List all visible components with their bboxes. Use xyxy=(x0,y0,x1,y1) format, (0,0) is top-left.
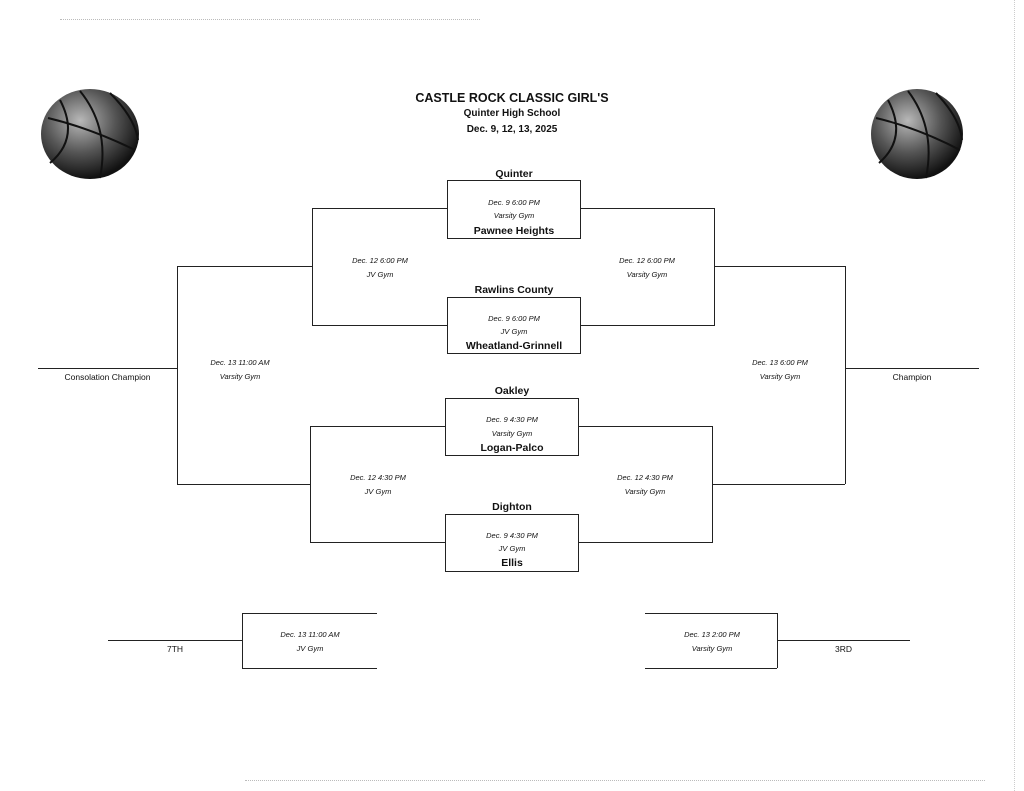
game-box xyxy=(445,398,579,456)
team-name: Ellis xyxy=(501,557,523,569)
bracket-line xyxy=(177,484,310,485)
scan-artifact-right-edge xyxy=(1014,0,1015,791)
bracket-line xyxy=(579,426,713,427)
third-place-label: 3RD xyxy=(834,644,852,654)
team-name: Pawnee Heights xyxy=(473,225,555,237)
game-time: Dec. 9 4:30 PM xyxy=(486,415,538,424)
bracket-line xyxy=(242,613,243,668)
game-time: Dec. 12 6:00 PM xyxy=(352,256,408,265)
bracket-line xyxy=(645,668,777,669)
tournament-title: CASTLE ROCK CLASSIC GIRL'S xyxy=(415,91,609,105)
game-venue: JV Gym xyxy=(498,544,526,553)
bracket-line xyxy=(177,266,312,267)
game-time: Dec. 13 11:00 AM xyxy=(280,630,340,639)
bracket-line xyxy=(581,208,715,209)
game-venue: JV Gym xyxy=(500,327,528,336)
bracket-line xyxy=(242,668,377,669)
host-school: Quinter High School xyxy=(463,108,561,119)
bracket-line xyxy=(310,426,311,542)
bracket-line xyxy=(712,484,845,485)
game-venue: Varsity Gym xyxy=(626,270,668,279)
bracket-line xyxy=(312,208,447,209)
bracket-line xyxy=(310,542,445,543)
bracket-line xyxy=(714,266,845,267)
game-time: Dec. 9 6:00 PM xyxy=(488,314,540,323)
game-box xyxy=(447,297,581,354)
bracket-line xyxy=(312,208,313,325)
game-time: Dec. 13 11:00 AM xyxy=(210,358,270,367)
bracket-line xyxy=(177,266,178,484)
game-venue: Varsity Gym xyxy=(624,487,666,496)
game-time: Dec. 12 4:30 PM xyxy=(617,473,673,482)
team-name: Rawlins County xyxy=(474,284,554,296)
bracket-line xyxy=(242,613,377,614)
game-time: Dec. 12 6:00 PM xyxy=(619,256,675,265)
game-time: Dec. 13 2:00 PM xyxy=(684,630,740,639)
game-time: Dec. 9 6:00 PM xyxy=(488,198,540,207)
scan-artifact-bottom xyxy=(245,780,985,781)
game-venue: JV Gym xyxy=(296,644,324,653)
game-venue: Varsity Gym xyxy=(219,372,261,381)
game-time: Dec. 13 6:00 PM xyxy=(752,358,808,367)
game-venue: JV Gym xyxy=(366,270,394,279)
game-venue: Varsity Gym xyxy=(759,372,801,381)
tournament-dates: Dec. 9, 12, 13, 2025 xyxy=(466,124,558,135)
game-venue: Varsity Gym xyxy=(491,429,533,438)
game-venue: Varsity Gym xyxy=(493,211,535,220)
bracket-line xyxy=(310,426,445,427)
team-name: Dighton xyxy=(492,501,532,513)
team-name: Oakley xyxy=(494,385,530,397)
game-box xyxy=(445,514,579,572)
basketball-icon xyxy=(871,89,963,179)
team-name: Wheatland-Grinnell xyxy=(465,340,563,352)
game-time: Dec. 9 4:30 PM xyxy=(486,531,538,540)
bracket-line xyxy=(38,368,177,369)
bracket-line xyxy=(579,542,713,543)
seventh-place-label: 7TH xyxy=(166,644,184,654)
scan-artifact-top xyxy=(60,19,480,20)
bracket-line xyxy=(845,266,846,484)
bracket-line xyxy=(777,640,910,641)
bracket-line xyxy=(312,325,447,326)
consolation-champion-label: Consolation Champion xyxy=(64,372,151,382)
team-name: Logan-Palco xyxy=(480,442,544,454)
bracket-line xyxy=(645,613,777,614)
team-name: Quinter xyxy=(495,168,533,180)
bracket-line xyxy=(581,325,715,326)
champion-label: Champion xyxy=(892,372,932,382)
bracket-line xyxy=(845,368,979,369)
game-venue: JV Gym xyxy=(364,487,392,496)
basketball-icon xyxy=(41,89,139,179)
game-box xyxy=(447,180,581,239)
bracket-line xyxy=(108,640,242,641)
game-venue: Varsity Gym xyxy=(691,644,733,653)
game-time: Dec. 12 4:30 PM xyxy=(350,473,406,482)
